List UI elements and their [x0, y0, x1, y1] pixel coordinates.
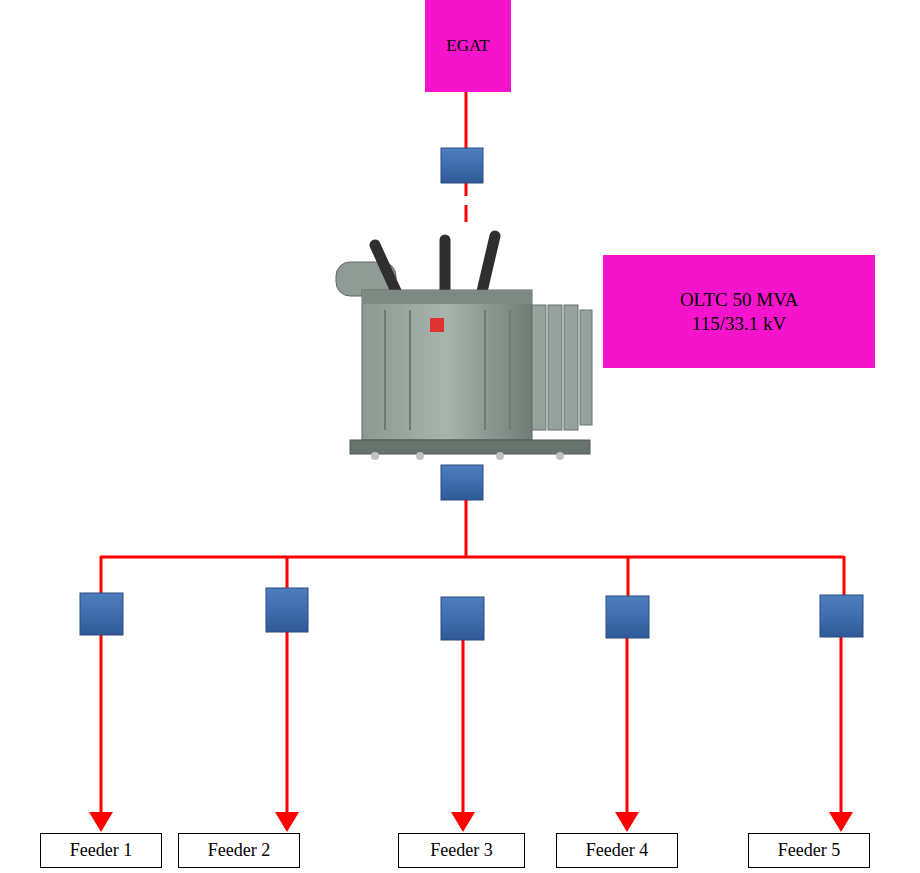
node-text: Feeder 4 — [586, 839, 648, 862]
feeder-breakers — [80, 588, 863, 640]
feeder-box: Feeder 4 — [556, 833, 678, 868]
source-box: EGAT — [425, 0, 511, 92]
node-text: Feeder 2 — [208, 839, 270, 862]
transformer-picture — [326, 222, 600, 462]
feeder-arrowheads — [89, 812, 853, 832]
node-text: OLTC 50 MVA 115/33.1 kV — [664, 288, 814, 336]
busbar — [100, 556, 844, 559]
node-text: Feeder 5 — [778, 839, 840, 862]
breaker-symbol — [441, 148, 483, 183]
feeder-box: Feeder 1 — [40, 833, 162, 868]
node-text: EGAT — [446, 35, 489, 56]
breaker-symbol — [441, 465, 483, 500]
node-text: Feeder 3 — [430, 839, 492, 862]
feeder-box: Feeder 5 — [748, 833, 870, 868]
feeder-box: Feeder 2 — [178, 833, 300, 868]
bus-tap — [465, 500, 468, 557]
transformer-label-box: OLTC 50 MVA 115/33.1 kV — [603, 255, 875, 368]
node-text: Feeder 1 — [70, 839, 132, 862]
feeder-drops — [101, 556, 844, 822]
feeder-box: Feeder 3 — [398, 833, 525, 868]
